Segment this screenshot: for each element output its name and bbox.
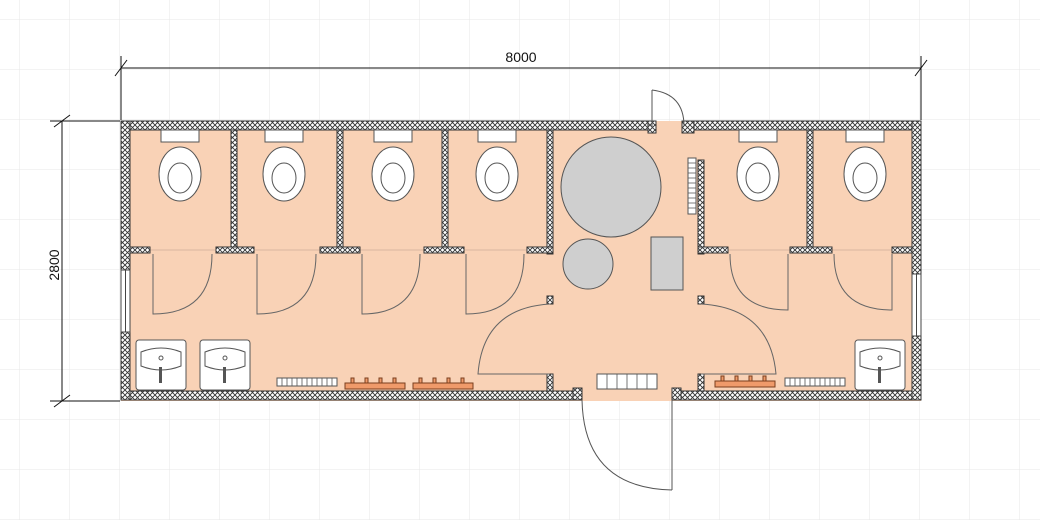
corridor-doors: [477, 303, 777, 375]
toilet-icon: [843, 129, 887, 202]
small-tank-circle: [562, 238, 614, 290]
sinks-left: [135, 339, 251, 391]
toilet-icon: [475, 129, 519, 202]
vertical-radiator-icon: [687, 157, 697, 215]
toilet-icon: [371, 129, 415, 202]
sink-icon: [135, 339, 187, 391]
height-dimension: [50, 114, 120, 408]
radiator-left: [276, 377, 338, 387]
radiator-right: [784, 377, 846, 387]
toilet-icon: [736, 129, 780, 202]
sinks-right: [854, 339, 906, 391]
coat-hook-bench: [344, 377, 406, 390]
sink-icon: [199, 339, 251, 391]
boiler-unit: [650, 236, 684, 291]
toilet-icon: [262, 129, 306, 202]
coat-hook-bench: [412, 377, 474, 390]
corridor-radiator: [596, 373, 658, 390]
height-dimension-label: 2800: [46, 249, 62, 280]
width-dimension-label: 8000: [505, 49, 536, 65]
toilet-icon: [158, 129, 202, 202]
width-dimension: [114, 56, 928, 120]
top-entry-door: [651, 89, 685, 128]
large-tank-circle: [560, 136, 662, 238]
sink-icon: [854, 339, 906, 391]
stall-doors: [152, 253, 893, 315]
right-window: [911, 273, 922, 337]
stall-partitions: [129, 120, 913, 401]
toilets-left: [158, 129, 519, 202]
outer-walls: [120, 120, 922, 401]
left-window: [120, 269, 131, 333]
coat-hook-bench: [714, 375, 776, 388]
bottom-entry-door: [581, 399, 673, 491]
toilets-right: [736, 129, 887, 202]
